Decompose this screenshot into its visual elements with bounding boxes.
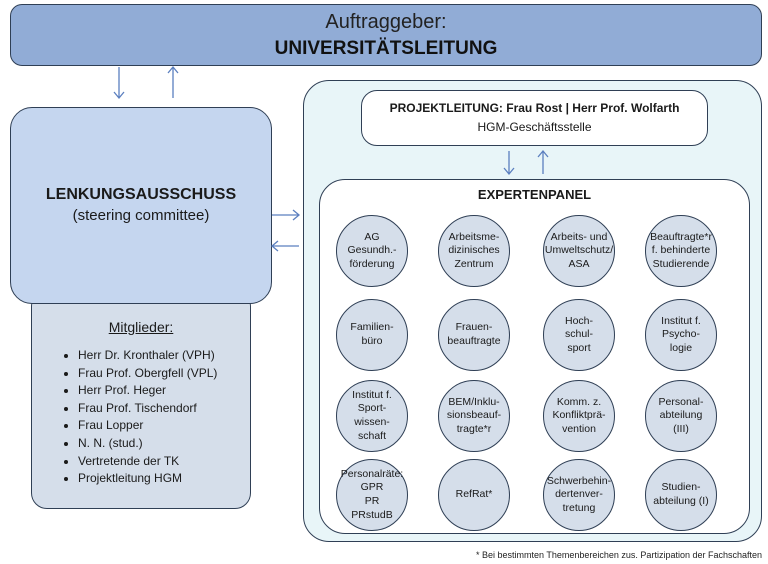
hgm-geschaeftsstelle-label: HGM-Geschäftsstelle <box>477 120 592 134</box>
expertenpanel-title: EXPERTENPANEL <box>477 187 592 202</box>
expert-circle: Komm. z. Konfliktprä- vention <box>543 380 615 452</box>
expert-circle: Familien- büro <box>336 299 408 371</box>
expert-circle: Institut f. Psycho- logie <box>645 299 717 371</box>
universitaetsleitung-title: UNIVERSITÄTSLEITUNG <box>274 38 498 59</box>
expert-circle: Schwerbehin- dertenver- tretung <box>543 459 615 531</box>
arrow-left-icon <box>270 240 299 252</box>
expert-circle: Arbeits- und Umweltschutz/ ASA <box>543 215 615 287</box>
arrow-down-icon <box>113 67 125 100</box>
footnote: * Bei bestimmten Themenbereichen zus. Pa… <box>476 550 762 560</box>
member-item: Herr Prof. Heger <box>78 382 217 400</box>
expert-circle: BEM/Inklu- sionsbeauf- tragte*r <box>438 380 510 452</box>
auftraggeber-banner: Auftraggeber: UNIVERSITÄTSLEITUNG <box>10 4 762 66</box>
member-item: N. N. (stud.) <box>78 435 217 453</box>
arrow-up-icon <box>167 65 179 98</box>
expert-circle: Beauftragte*r f. behinderte Studierende <box>645 215 717 287</box>
member-item: Herr Dr. Kronthaler (VPH) <box>78 347 217 365</box>
expert-circle: Frauen- beauftragte <box>438 299 510 371</box>
members-heading: Mitglieder: <box>108 319 174 335</box>
lenkungsausschuss-box: LENKUNGSAUSSCHUSS (steering committee) <box>10 107 272 304</box>
auftraggeber-label: Auftraggeber: <box>325 11 447 33</box>
member-item: Projektleitung HGM <box>78 470 217 488</box>
expert-circle: Studien- abteilung (I) <box>645 459 717 531</box>
expert-circle: Personalräte: GPR PR PRstudB <box>336 459 408 531</box>
member-item: Frau Prof. Tischendorf <box>78 400 217 418</box>
member-item: Vertretende der TK <box>78 453 217 471</box>
members-list: Herr Dr. Kronthaler (VPH) Frau Prof. Obe… <box>62 347 217 488</box>
expert-circle: RefRat* <box>438 459 510 531</box>
expert-circle: AG Gesundh.- förderung <box>336 215 408 287</box>
member-item: Frau Prof. Obergfell (VPL) <box>78 365 217 383</box>
expert-circle: Hoch- schul- sport <box>543 299 615 371</box>
arrow-right-icon <box>272 209 301 221</box>
lenkungsausschuss-title: LENKUNGSAUSSCHUSS <box>45 186 237 203</box>
expert-circle: Arbeitsme- dizinisches Zentrum <box>438 215 510 287</box>
members-box: Mitglieder: Herr Dr. Kronthaler (VPH) Fr… <box>31 290 251 509</box>
member-item: Frau Lopper <box>78 417 217 435</box>
projektleitung-title: PROJEKTLEITUNG: Frau Rost | Herr Prof. W… <box>389 101 680 115</box>
expert-circle: Personal- abteilung (III) <box>645 380 717 452</box>
lenkungsausschuss-subtitle: (steering committee) <box>72 207 210 224</box>
projektleitung-box: PROJEKTLEITUNG: Frau Rost | Herr Prof. W… <box>361 90 708 146</box>
expert-circle: Institut f. Sport- wissen- schaft <box>336 380 408 452</box>
